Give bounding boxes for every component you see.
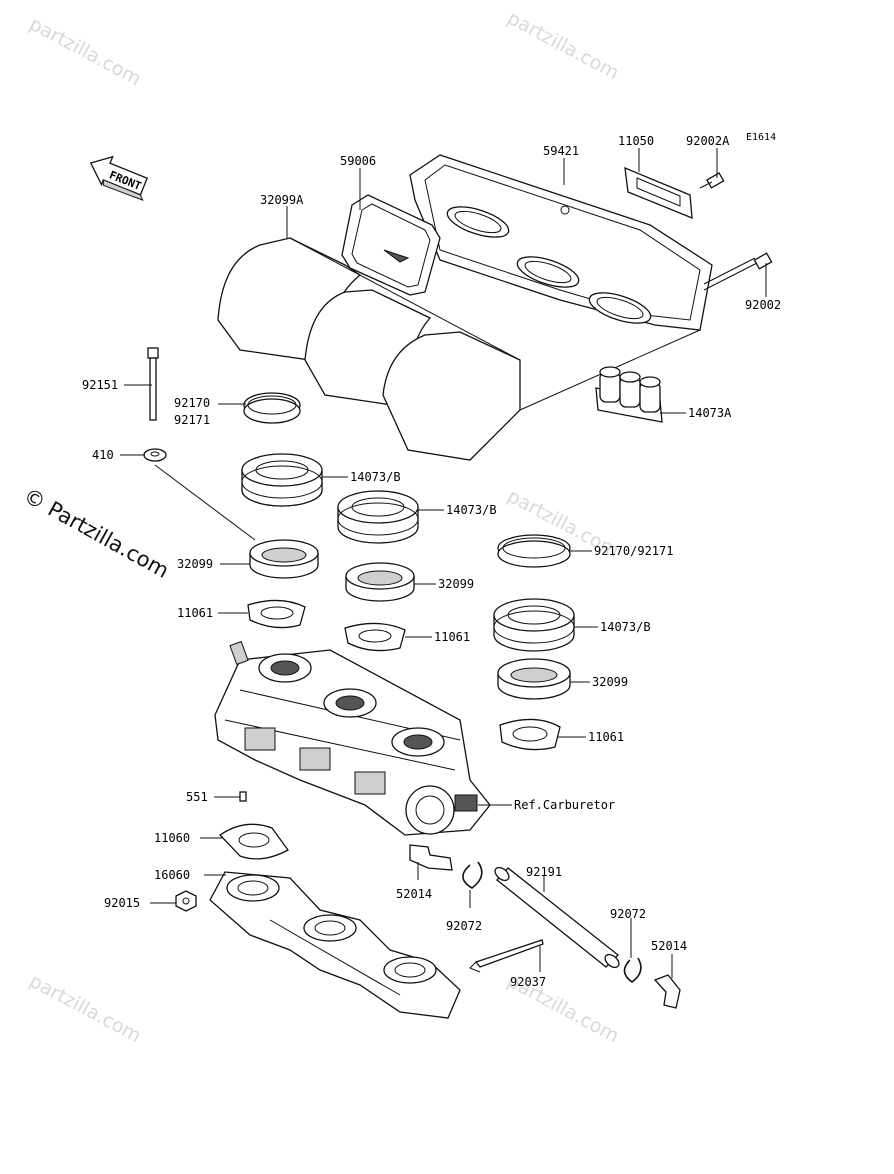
- label-92170: 92170: [174, 396, 210, 410]
- label-11061-2: 11061: [434, 630, 470, 644]
- pin-551: [239, 791, 247, 802]
- watermark-top-left: partzilla.com: [26, 13, 145, 90]
- clamp-92170-92171-right: [497, 534, 571, 568]
- clamp-92170-92171-left: [243, 392, 301, 424]
- watermark-top-right: partzilla.com: [504, 7, 623, 84]
- label-52014-1: 52014: [396, 887, 432, 901]
- carburetor-assembly: [214, 640, 491, 836]
- bolt-92002: [703, 252, 773, 291]
- label-ref-carburetor: Ref.Carburetor: [514, 798, 615, 812]
- clamp-92072-2: [623, 957, 642, 983]
- seal-32099-1: [249, 539, 319, 579]
- label-410: 410: [92, 448, 114, 462]
- seal-32099-3: [497, 658, 571, 700]
- velocity-stack-14073A: [595, 366, 663, 423]
- watermark-main: © Partzilla.com: [20, 483, 173, 583]
- leader-lines: [120, 148, 767, 978]
- label-32099-2: 32099: [438, 577, 474, 591]
- fitting-52014-2: [653, 974, 681, 1009]
- label-92151: 92151: [82, 378, 118, 392]
- label-551: 551: [186, 790, 208, 804]
- label-11060: 11060: [154, 831, 190, 845]
- clamp-92072-1: [462, 861, 483, 889]
- plate-11050: [624, 166, 693, 220]
- rubber-ring-14073B-3: [493, 598, 575, 652]
- label-92170-92171: 92170/92171: [594, 544, 673, 558]
- label-92072-2: 92072: [610, 907, 646, 921]
- label-11050: 11050: [618, 134, 654, 148]
- watermark-bottom-left: partzilla.com: [26, 970, 145, 1047]
- label-92002A: 92002A: [686, 134, 730, 148]
- label-59421: 59421: [543, 144, 579, 158]
- label-92072-1: 92072: [446, 919, 482, 933]
- rubber-ring-14073B-2: [337, 490, 419, 544]
- label-32099-3: 32099: [592, 675, 628, 689]
- label-32099-1: 32099: [177, 557, 213, 571]
- bolt-92151: [147, 347, 159, 421]
- intake-manifold-16060: [209, 871, 461, 1019]
- gasket-11061-3: [499, 718, 561, 751]
- label-92002: 92002: [745, 298, 781, 312]
- hose-92191: [494, 866, 620, 969]
- part-labels: 59006 59421 11050 92002A 32099A 92002 92…: [82, 134, 781, 989]
- label-16060: 16060: [154, 868, 190, 882]
- gasket-11060: [219, 823, 289, 860]
- label-92015: 92015: [104, 896, 140, 910]
- gasket-11061-1: [247, 599, 306, 629]
- air-box-59421: [409, 154, 713, 331]
- seal-32099-2: [345, 562, 415, 602]
- band-92037: [469, 939, 544, 973]
- bolt-92002A: [699, 172, 725, 189]
- label-11061-1: 11061: [177, 606, 213, 620]
- fitting-52014-1: [409, 844, 453, 871]
- filter-element-59006: [341, 194, 441, 296]
- label-14073A: 14073A: [688, 406, 732, 420]
- front-arrow-icon: FRONT: [89, 155, 149, 201]
- nut-92015: [175, 890, 197, 912]
- label-14073B-3: 14073/B: [600, 620, 651, 634]
- label-14073B-2: 14073/B: [446, 503, 497, 517]
- label-11061-3: 11061: [588, 730, 624, 744]
- diagram-code: E1614: [746, 132, 776, 143]
- label-92037: 92037: [510, 975, 546, 989]
- gasket-11061-2: [344, 622, 406, 652]
- filter-boots-32099A: [217, 237, 701, 461]
- label-52014-2: 52014: [651, 939, 687, 953]
- label-92191: 92191: [526, 865, 562, 879]
- label-14073B-1: 14073/B: [350, 470, 401, 484]
- washer-410: [143, 448, 256, 541]
- label-59006: 59006: [340, 154, 376, 168]
- label-92171: 92171: [174, 413, 210, 427]
- rubber-ring-14073B-1: [241, 453, 323, 507]
- label-32099A: 32099A: [260, 193, 304, 207]
